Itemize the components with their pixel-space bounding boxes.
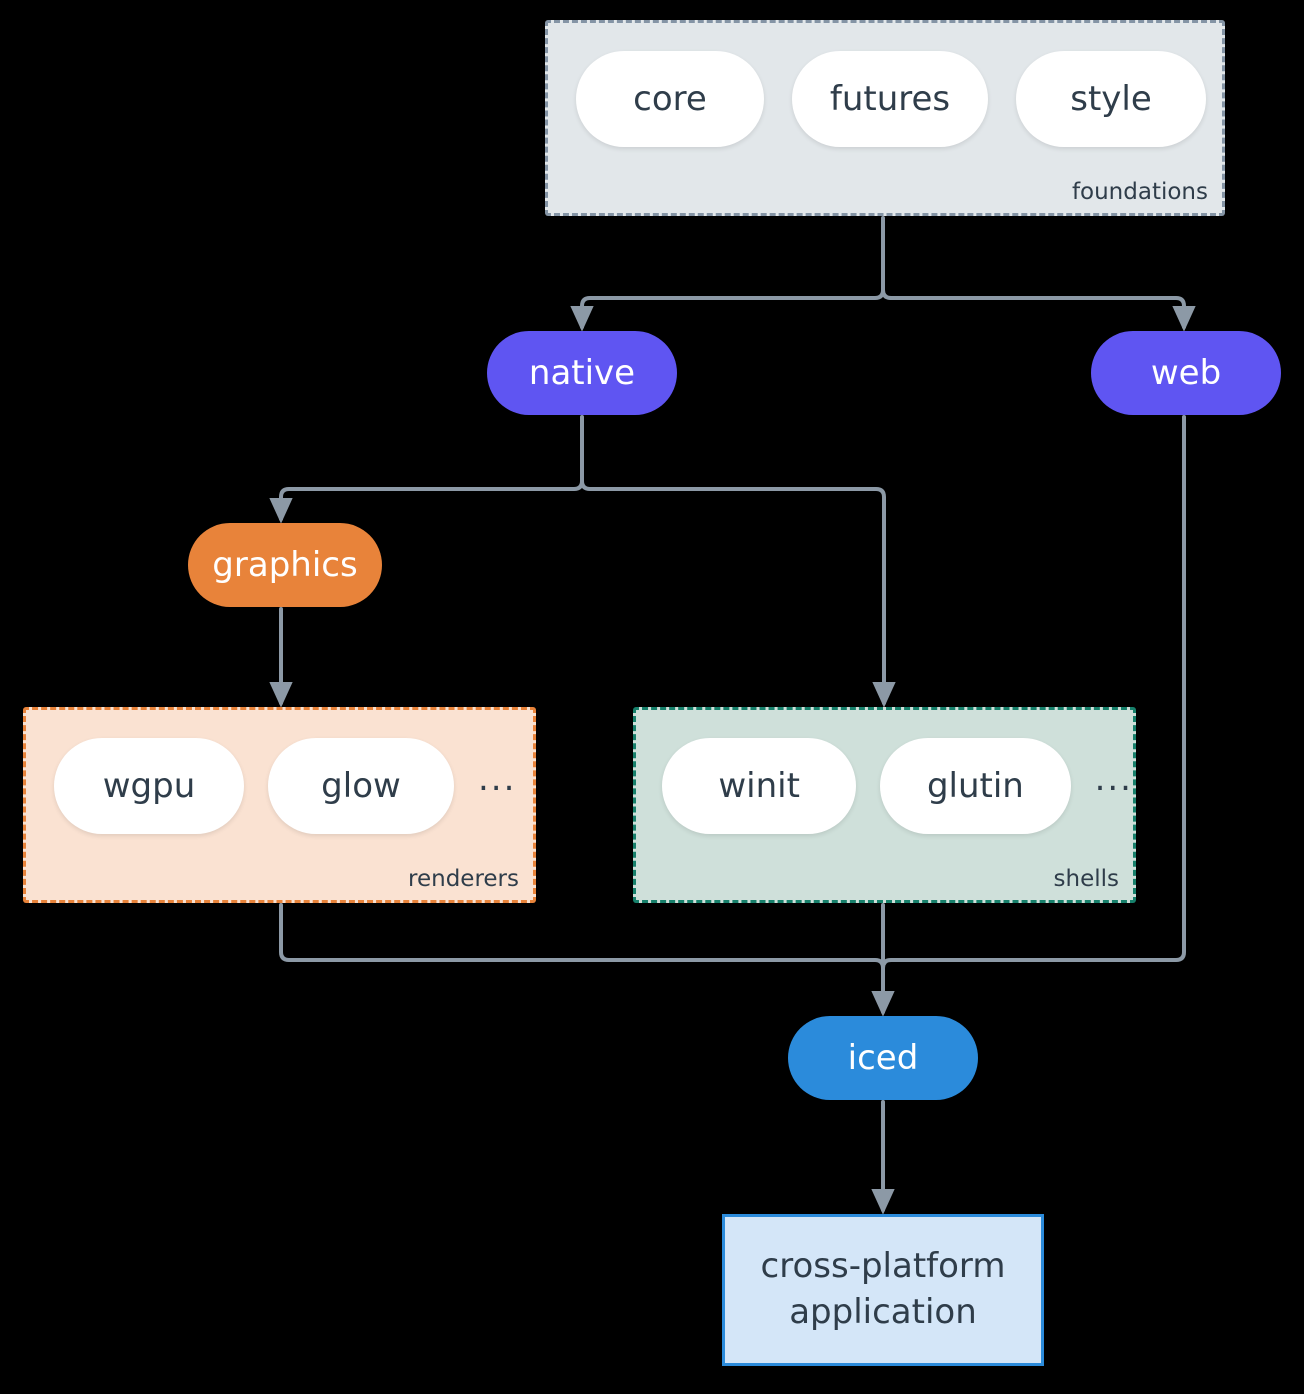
edge-renderers-iced: [279, 903, 895, 1017]
node-futures[interactable]: futures: [792, 51, 988, 147]
cluster-shells-label: shells: [1053, 866, 1119, 892]
node-graphics[interactable]: graphics: [188, 523, 382, 607]
cluster-foundations-items: core futures style: [548, 51, 1222, 147]
cluster-foundations: core futures style foundations: [545, 20, 1225, 216]
cluster-renderers-label: renderers: [408, 866, 519, 892]
node-native[interactable]: native: [487, 331, 677, 415]
edge-foundations-web: [881, 288, 1196, 332]
cluster-shells: winit glutin ... shells: [633, 707, 1136, 903]
node-style[interactable]: style: [1016, 51, 1206, 147]
node-cross-platform-application[interactable]: cross-platform application: [722, 1214, 1044, 1366]
node-core[interactable]: core: [576, 51, 764, 147]
cluster-foundations-label: foundations: [1071, 179, 1208, 205]
node-glow[interactable]: glow: [268, 738, 454, 834]
cluster-renderers: wgpu glow ... renderers: [23, 707, 536, 903]
node-web[interactable]: web: [1091, 331, 1281, 415]
node-iced[interactable]: iced: [788, 1016, 978, 1100]
application-line-1: cross-platform: [760, 1246, 1006, 1287]
edge-foundations-native: [570, 216, 885, 332]
shells-more-ellipsis: ...: [1094, 759, 1133, 799]
renderers-more-ellipsis: ...: [478, 759, 517, 799]
cluster-renderers-items: wgpu glow ...: [26, 738, 533, 834]
node-glutin[interactable]: glutin: [880, 738, 1071, 834]
application-line-2: application: [789, 1292, 977, 1332]
cluster-shells-items: winit glutin ...: [636, 738, 1133, 834]
node-winit[interactable]: winit: [662, 738, 857, 834]
edge-native-shells: [580, 479, 896, 708]
edge-native-graphics: [269, 415, 584, 524]
node-wgpu[interactable]: wgpu: [54, 738, 244, 834]
